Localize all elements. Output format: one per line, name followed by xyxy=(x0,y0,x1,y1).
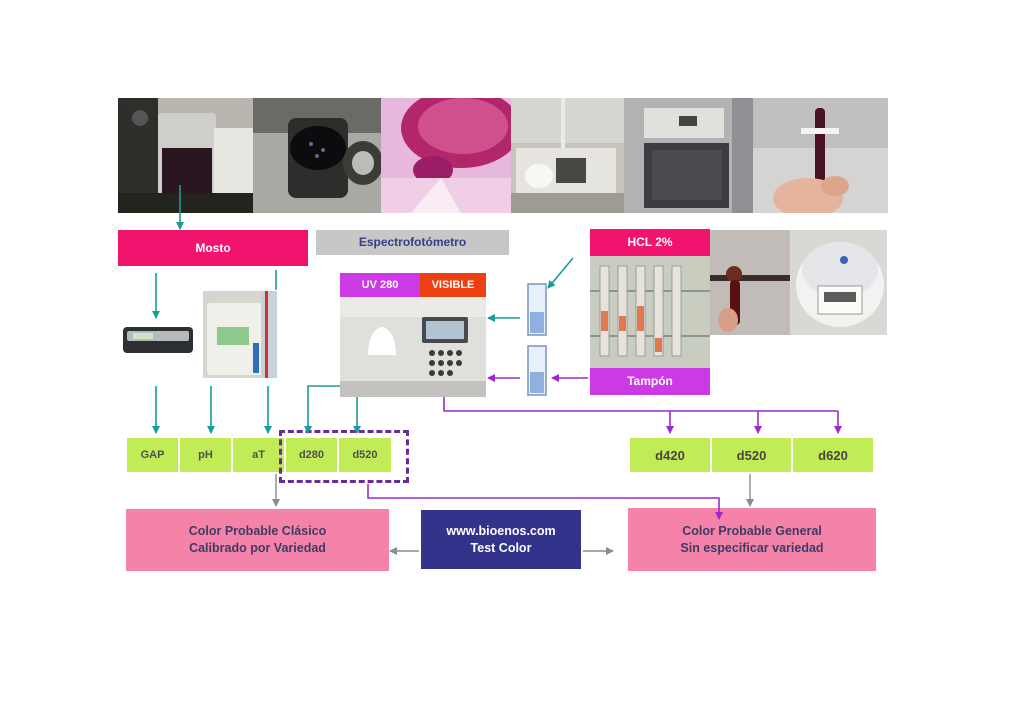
bioenos-test-color-box: www.bioenos.com Test Color xyxy=(421,510,581,569)
pipette-sample-image xyxy=(710,230,790,335)
test-tube-rack-image xyxy=(590,256,710,368)
test-color-label: Test Color xyxy=(470,540,532,555)
ph-meter-image xyxy=(203,291,277,378)
cell-d620: d620 xyxy=(792,437,874,473)
cell-d420: d420 xyxy=(629,437,711,473)
cell-ph: pH xyxy=(179,437,232,473)
photo-purple-liquid-pour xyxy=(381,98,511,213)
general-line1: Color Probable General xyxy=(682,523,822,538)
photo-blender xyxy=(253,98,381,213)
hcl-box: HCL 2% xyxy=(590,229,710,256)
photo-hand-test-tube xyxy=(753,98,888,213)
spectro-readings-dashed-box xyxy=(279,430,409,483)
cuvette-top-image xyxy=(525,282,549,337)
photo-analyzer-device xyxy=(624,98,753,213)
color-probable-general-box: Color Probable General Sin especificar v… xyxy=(628,508,876,571)
visible-label: VISIBLE xyxy=(420,273,486,297)
uv280-label: UV 280 xyxy=(340,273,420,297)
espectrofotometro-box: Espectrofotómetro xyxy=(316,230,509,255)
left-measurement-row: GAP pH aT d280 d520 xyxy=(126,437,392,473)
cuvette-bottom-image xyxy=(525,344,549,397)
cell-d520-left: d520 xyxy=(338,437,392,473)
tampon-label: Tampón xyxy=(590,368,710,395)
cell-gap: GAP xyxy=(126,437,179,473)
right-measurement-row: d420 d520 d620 xyxy=(629,437,874,473)
spectrophotometer-image xyxy=(340,297,486,397)
general-line2: Sin especificar variedad xyxy=(680,540,824,555)
cell-at: aT xyxy=(232,437,285,473)
line-spectro-to-right xyxy=(443,397,838,412)
refractometer-image xyxy=(123,323,193,356)
clasico-line2: Calibrado por Variedad xyxy=(189,541,326,555)
photo-beaker-stirrer xyxy=(118,98,253,213)
cell-d520-right: d520 xyxy=(711,437,792,473)
bioenos-url: www.bioenos.com xyxy=(446,523,556,538)
centrifuge-image xyxy=(790,230,887,335)
photo-pipette-instrument xyxy=(511,98,624,213)
arrow-to-cuvette-top xyxy=(547,257,574,289)
color-probable-clasico-box: Color Probable Clásico Calibrado por Var… xyxy=(126,509,389,571)
clasico-line1: Color Probable Clásico xyxy=(188,524,327,539)
arrow-to-d280 xyxy=(304,385,340,434)
mosto-box: Mosto xyxy=(118,230,308,266)
cell-d280: d280 xyxy=(285,437,338,473)
